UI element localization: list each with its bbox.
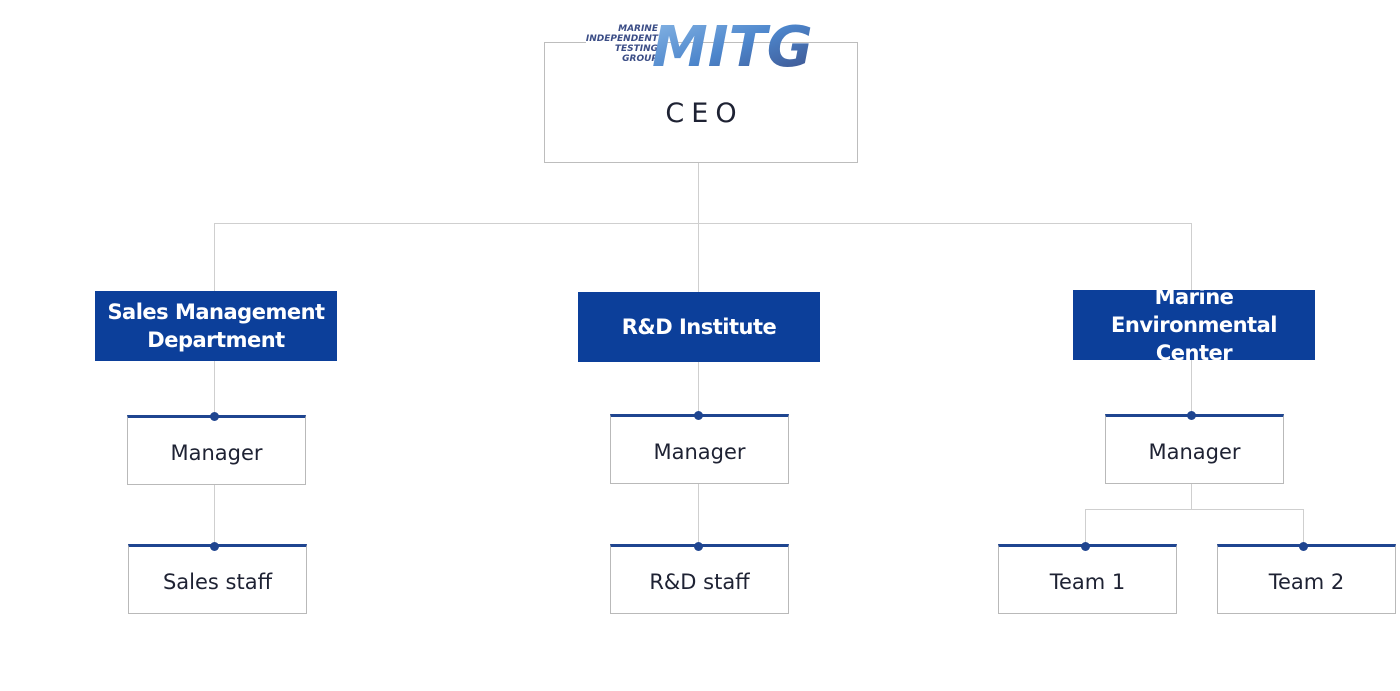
connector-dot (694, 542, 703, 551)
sales-staff-node: Sales staff (128, 544, 307, 614)
connector-marine-to-manager (1191, 360, 1192, 416)
ceo-label: CEO (665, 98, 744, 129)
connector-branch-horizontal (214, 223, 1192, 224)
connector-to-marine (1191, 223, 1192, 290)
connector-to-sales (214, 223, 215, 291)
team2-node: Team 2 (1217, 544, 1396, 614)
rnd-manager-node: Manager (610, 414, 789, 484)
connector-to-team1 (1085, 509, 1086, 546)
dept-sales-management: Sales Management Department (95, 291, 337, 361)
logo-word: TESTING (614, 44, 658, 54)
connector-to-rnd (698, 223, 699, 292)
logo-word: MARINE (618, 24, 658, 34)
marine-manager-node: Manager (1105, 414, 1284, 484)
dept-name-line: Department (147, 328, 285, 352)
logo-word: INDEPENDENT (585, 34, 658, 44)
connector-dot (210, 412, 219, 421)
connector-rnd-manager-to-staff (698, 483, 699, 546)
rnd-staff-node: R&D staff (610, 544, 789, 614)
dept-name-line: R&D Institute (621, 315, 777, 339)
logo-mark-text: MITG (652, 18, 813, 72)
connector-ceo-down (698, 163, 699, 224)
connector-marine-teams-horizontal (1085, 509, 1303, 510)
connector-rnd-to-manager (698, 362, 699, 416)
dept-marine-environmental: Marine Environmental Center (1073, 285, 1315, 365)
connector-dot (1187, 411, 1196, 420)
connector-dot (1081, 542, 1090, 551)
connector-sales-to-manager (214, 361, 215, 417)
connector-dot (210, 542, 219, 551)
logo-word: GROUP (622, 54, 658, 64)
connector-dot (1299, 542, 1308, 551)
connector-dot (694, 411, 703, 420)
connector-sales-manager-to-staff (214, 484, 215, 546)
logo-mark: MITG (652, 18, 813, 72)
connector-marine-manager-down (1191, 483, 1192, 510)
dept-name-line: Sales Management (107, 300, 325, 324)
logo-wordmark: MARINE INDEPENDENT TESTING GROUP (585, 24, 658, 64)
dept-name-line: Marine Environmental (1111, 285, 1277, 337)
sales-manager-node: Manager (127, 415, 306, 485)
team1-node: Team 1 (998, 544, 1177, 614)
dept-rnd-institute: R&D Institute (578, 292, 820, 362)
dept-name-line: Center (1155, 341, 1233, 365)
mitg-logo: MARINE INDEPENDENT TESTING GROUP MITG (582, 18, 818, 72)
connector-to-team2 (1303, 509, 1304, 546)
